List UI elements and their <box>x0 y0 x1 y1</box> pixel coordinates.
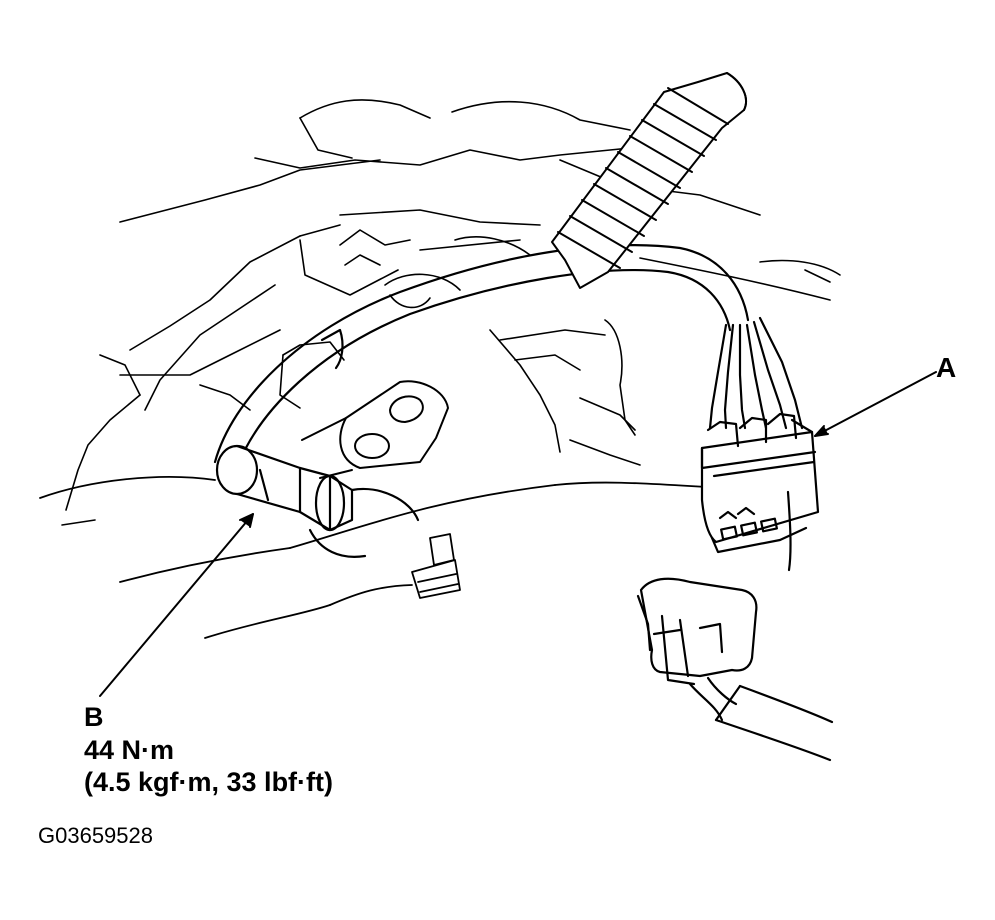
mounting-stud <box>412 534 460 598</box>
sensor-bracket <box>302 381 448 478</box>
torque-spec-metric: 44 N·m <box>84 735 175 765</box>
callout-b-arrowhead <box>240 514 253 527</box>
callout-a-arrowhead <box>815 426 828 436</box>
callout-a-label: A <box>936 352 957 383</box>
torque-spec-alternate: (4.5 kgf·m, 33 lbf·ft) <box>84 767 334 797</box>
harness-cable <box>716 686 832 760</box>
sensor-connector-a <box>702 414 818 570</box>
harness-connector <box>638 579 756 720</box>
callout-b-leader <box>100 514 253 696</box>
callout-a-leader <box>815 372 936 436</box>
corrugated-loom <box>552 73 746 288</box>
figure-id: G03659528 <box>38 823 153 848</box>
callout-b-label: B <box>84 702 104 732</box>
sensor-harness-wire <box>215 245 802 465</box>
leader-lines <box>100 372 936 696</box>
oxygen-sensor-body <box>217 446 418 557</box>
